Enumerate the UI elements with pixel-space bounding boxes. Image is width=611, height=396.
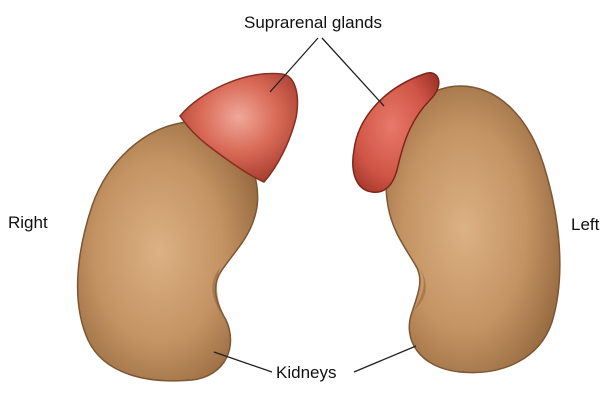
kidneys-label: Kidneys (276, 364, 336, 381)
right-side-label: Right (8, 214, 48, 231)
leader-line-left-gland (322, 38, 384, 106)
left-kidney (386, 86, 560, 373)
left-side-label: Left (571, 216, 599, 233)
suprarenal-glands-label: Suprarenal glands (244, 14, 382, 31)
leader-line-left-kidney (354, 346, 416, 372)
